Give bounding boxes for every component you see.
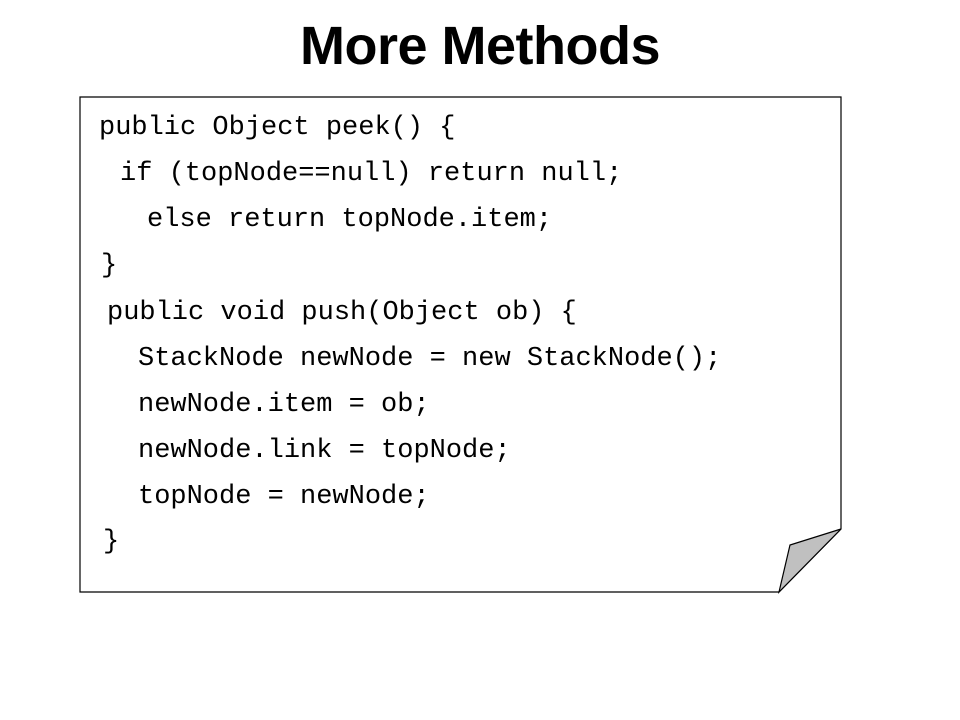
code-line: newNode.item = ob; [138, 390, 430, 420]
code-line: public void push(Object ob) { [107, 298, 577, 328]
code-line: } [103, 527, 120, 557]
slide-title: More Methods [299, 16, 661, 76]
code-line: topNode = newNode; [138, 482, 430, 512]
code-line: public Object peek() { [99, 113, 456, 143]
code-line: } [101, 251, 118, 281]
dog-ear-corner-icon [777, 528, 842, 594]
code-line: else return topNode.item; [147, 205, 553, 235]
code-line: newNode.link = topNode; [138, 436, 511, 466]
code-line: StackNode newNode = new StackNode(); [138, 344, 722, 374]
code-line: if (topNode==null) return null; [120, 159, 623, 189]
